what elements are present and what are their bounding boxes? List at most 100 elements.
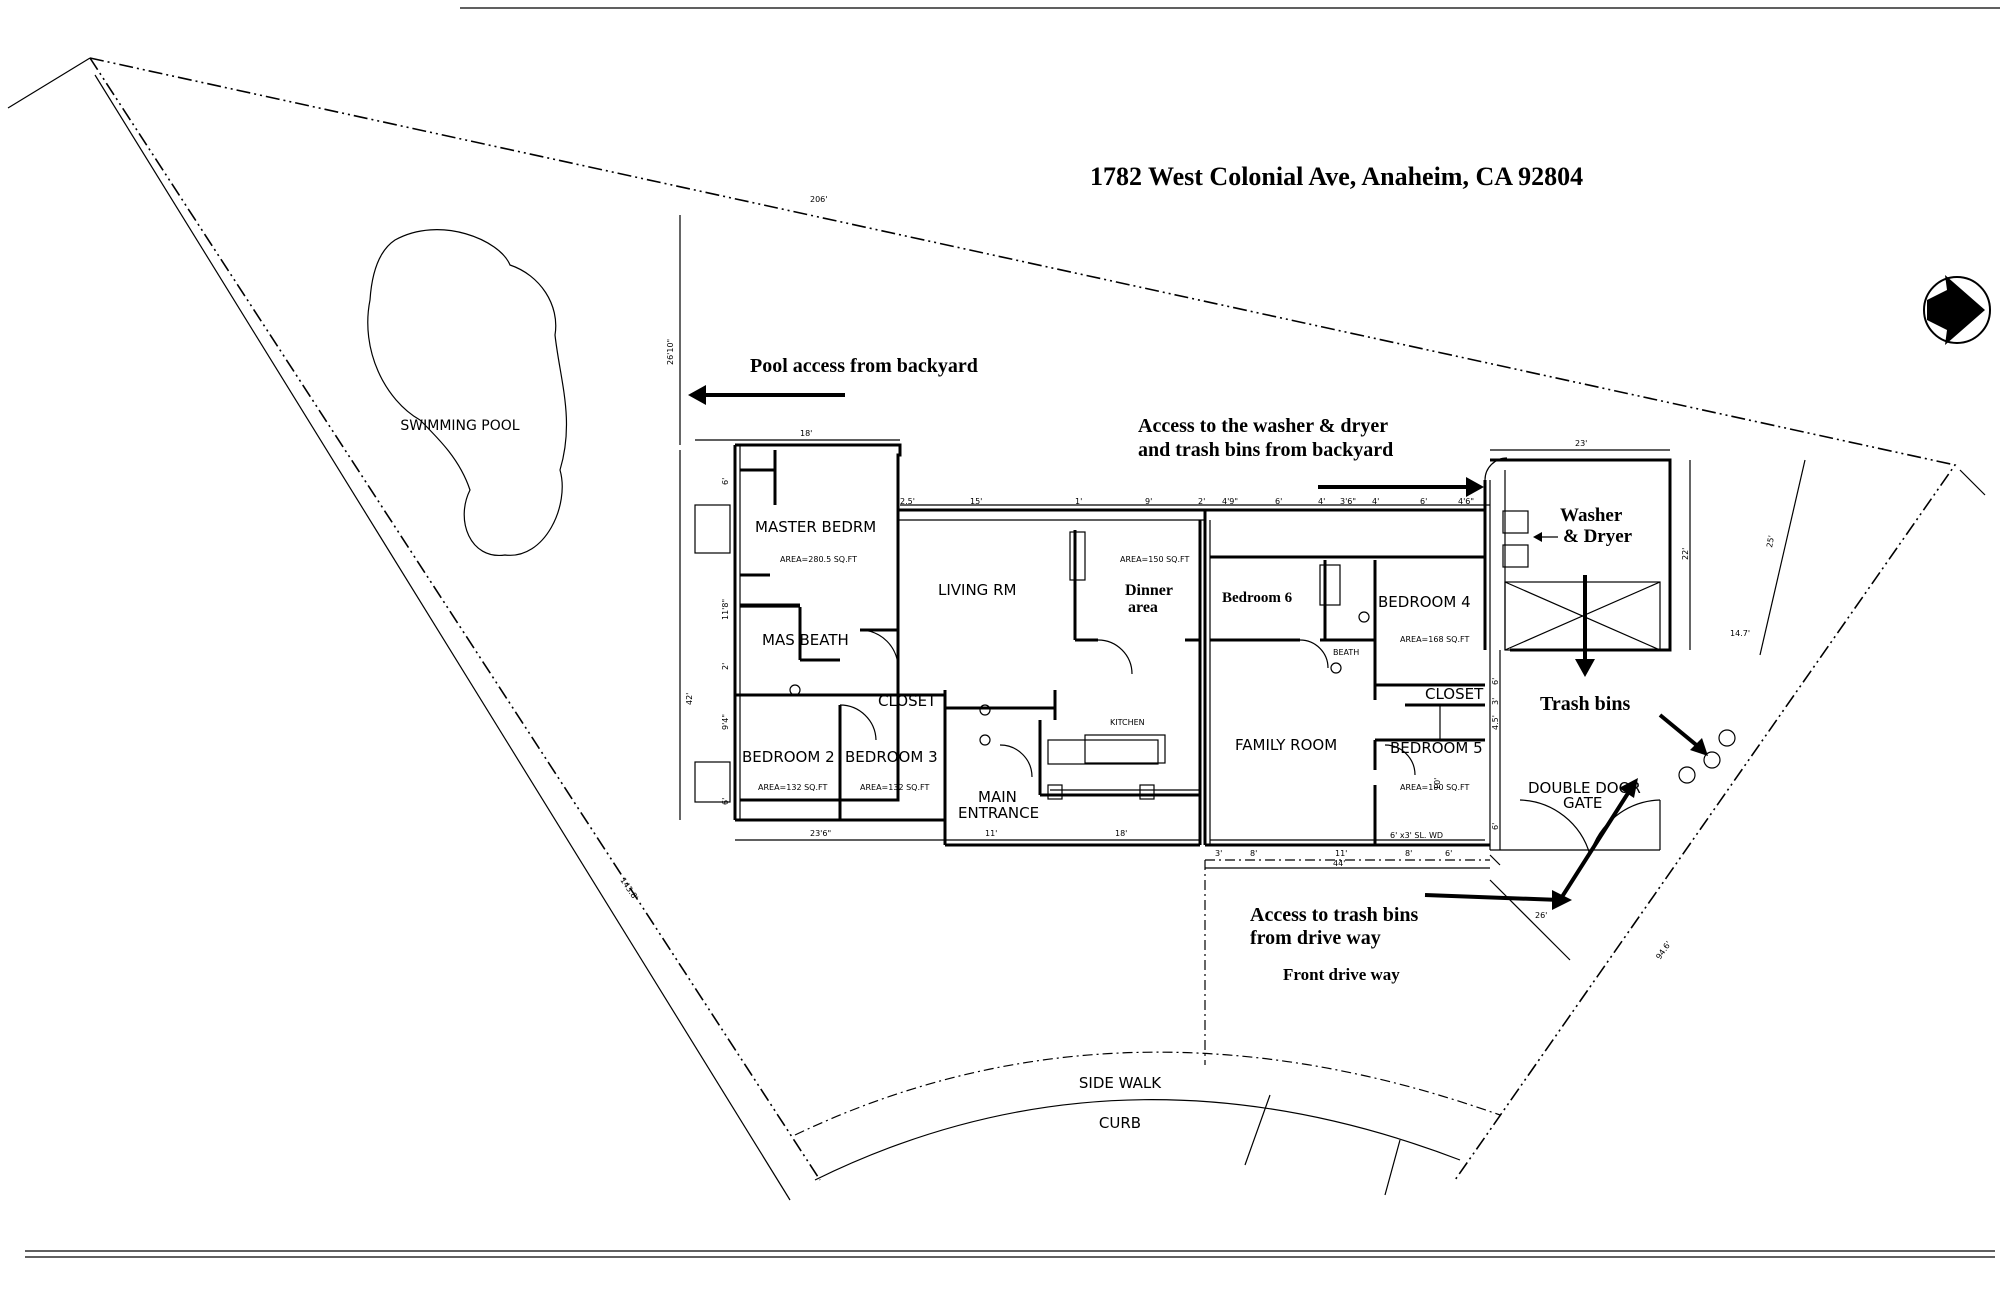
dim-top-12: 4'6" xyxy=(1458,497,1474,506)
dim-left-1: 6' xyxy=(721,478,730,485)
washer-pointer-arrow xyxy=(1533,532,1558,542)
swimming-pool-label: SWIMMING POOL xyxy=(400,418,519,434)
washer-access-label-1: Access to the washer & dryer xyxy=(1138,415,1388,437)
washer-box xyxy=(1502,510,1529,534)
washer-access-arrow xyxy=(1318,477,1484,497)
dim-right-1: 6' xyxy=(1491,678,1500,685)
dim-kitchen: 18' xyxy=(1115,829,1127,838)
dim-lot-left: 143.8' xyxy=(618,876,640,902)
dinner-area-label-1: Dinner xyxy=(1125,582,1173,599)
dim-left-2: 11'8" xyxy=(721,599,730,620)
door-swings xyxy=(694,457,1661,856)
driveway-access-arrow xyxy=(1424,778,1638,910)
dim-top-9: 3'6" xyxy=(1340,497,1356,506)
gate-label-1: DOUBLE DOOR xyxy=(1528,779,1641,797)
bedroom-3-area: AREA=132 SQ.FT xyxy=(860,783,929,792)
driveway-access-label-1: Access to trash bins xyxy=(1250,904,1419,926)
dim-top-11: 6' xyxy=(1420,497,1427,506)
house-walls xyxy=(733,443,1672,851)
dim-house-depth: 42' xyxy=(685,693,694,705)
bath-small-label: BEATH xyxy=(1333,648,1359,657)
sidewalk-label: SIDE WALK xyxy=(1079,1074,1162,1092)
dim-top-7: 6' xyxy=(1275,497,1282,506)
dim-laundry-width: 23' xyxy=(1575,439,1587,448)
bedroom-4-label: BEDROOM 4 xyxy=(1378,593,1471,611)
dryer-box xyxy=(1502,544,1529,568)
pool-access-arrow xyxy=(688,385,845,405)
closet-left-label: CLOSET xyxy=(878,692,937,710)
dim-east-1: 3' xyxy=(1215,849,1222,858)
front-driveway-label: Front drive way xyxy=(1283,965,1400,984)
dim-right-setback: 25' xyxy=(1765,535,1776,549)
sliding-door-label: 6' x3' SL. WD xyxy=(1390,831,1443,840)
bedroom-5-area: AREA=190 SQ.FT xyxy=(1400,783,1469,792)
washer-label-1: Washer xyxy=(1560,505,1623,526)
trash-bins-label: Trash bins xyxy=(1540,693,1630,715)
dim-top-2: 15' xyxy=(970,497,982,506)
dim-left-5: 6' xyxy=(721,798,730,805)
kitchen-label: KITCHEN xyxy=(1110,718,1145,727)
bedroom-5-label: BEDROOM 5 xyxy=(1390,739,1483,757)
dim-master-width: 18' xyxy=(800,429,812,438)
living-room-label: LIVING RM xyxy=(938,581,1016,599)
dim-rear-setback: 26'10" xyxy=(666,339,675,365)
dinner-area-size: AREA=150 SQ.FT xyxy=(1120,555,1189,564)
dim-right-3: 4.5' xyxy=(1491,715,1500,730)
dim-entry: 11' xyxy=(985,829,997,838)
sidewalk xyxy=(794,1051,1501,1196)
pool-access-label: Pool access from backyard xyxy=(750,355,978,377)
dim-top-1: 2.5' xyxy=(900,497,915,506)
dinner-area-label-2: area xyxy=(1128,599,1158,616)
dim-right-5: 6' xyxy=(1491,823,1500,830)
dim-side-14: 14.7' xyxy=(1730,629,1750,638)
washer-access-label-2: and trash bins from backyard xyxy=(1138,439,1393,461)
dim-right-2: 3' xyxy=(1491,698,1500,705)
dim-right-4: 10' xyxy=(1433,778,1442,790)
dim-east-3: 11' xyxy=(1335,849,1347,858)
dim-east-2: 8' xyxy=(1250,849,1257,858)
driveway-access-label-2: from drive way xyxy=(1250,927,1381,949)
gate-label-2: GATE xyxy=(1563,794,1602,812)
trash-bins-pointer-arrow xyxy=(1658,713,1708,756)
driveway-dim-line xyxy=(1489,879,1571,961)
washer-label-2: & Dryer xyxy=(1563,526,1633,547)
dim-top-10: 4' xyxy=(1372,497,1379,506)
bedroom-6-label: Bedroom 6 xyxy=(1222,590,1293,606)
main-entrance-label-1: MAIN xyxy=(978,788,1017,806)
north-arrow-icon xyxy=(1923,275,1991,345)
dim-laundry-depth: 22' xyxy=(1681,548,1690,560)
dim-top-6: 4'9" xyxy=(1222,497,1238,506)
dim-lot-top: 206' xyxy=(810,195,827,204)
dimension-lines xyxy=(679,215,1806,869)
master-bedroom-area: AREA=280.5 SQ.FT xyxy=(780,555,857,564)
closet-right-label: CLOSET xyxy=(1425,685,1484,703)
property-line xyxy=(7,57,1986,1201)
master-bedroom-label: MASTER BEDRM xyxy=(755,518,876,536)
site-title: 1782 West Colonial Ave, Anaheim, CA 9280… xyxy=(1090,162,1583,191)
trash-bins-icon xyxy=(1678,729,1736,784)
bedroom-2-label: BEDROOM 2 xyxy=(742,748,835,766)
dim-lot-right: 94.6' xyxy=(1654,940,1673,962)
bedroom-3-label: BEDROOM 3 xyxy=(845,748,938,766)
dim-top-5: 2' xyxy=(1198,497,1205,506)
dim-top-3: 1' xyxy=(1075,497,1082,506)
kitchen-island xyxy=(1084,734,1166,764)
family-room-label: FAMILY ROOM xyxy=(1235,736,1337,754)
dim-left-4: 9'4" xyxy=(721,714,730,730)
swimming-pool xyxy=(367,229,568,556)
bedroom-2-area: AREA=132 SQ.FT xyxy=(758,783,827,792)
dim-drive-26: 26' xyxy=(1535,911,1547,920)
dim-east-width: 44' xyxy=(1333,859,1345,868)
dim-west-wing: 23'6" xyxy=(810,829,831,838)
bedroom-4-area: AREA=168 SQ.FT xyxy=(1400,635,1469,644)
dim-left-3: 2' xyxy=(721,663,730,670)
main-entrance-label-2: ENTRANCE xyxy=(958,804,1039,822)
dim-east-4: 8' xyxy=(1405,849,1412,858)
trash-access-arrow xyxy=(1575,575,1595,677)
dim-top-4: 9' xyxy=(1145,497,1152,506)
master-bath-label: MAS BEATH xyxy=(762,631,849,649)
curb-label: CURB xyxy=(1099,1114,1141,1132)
dim-east-5: 6' xyxy=(1445,849,1452,858)
dim-top-8: 4' xyxy=(1318,497,1325,506)
